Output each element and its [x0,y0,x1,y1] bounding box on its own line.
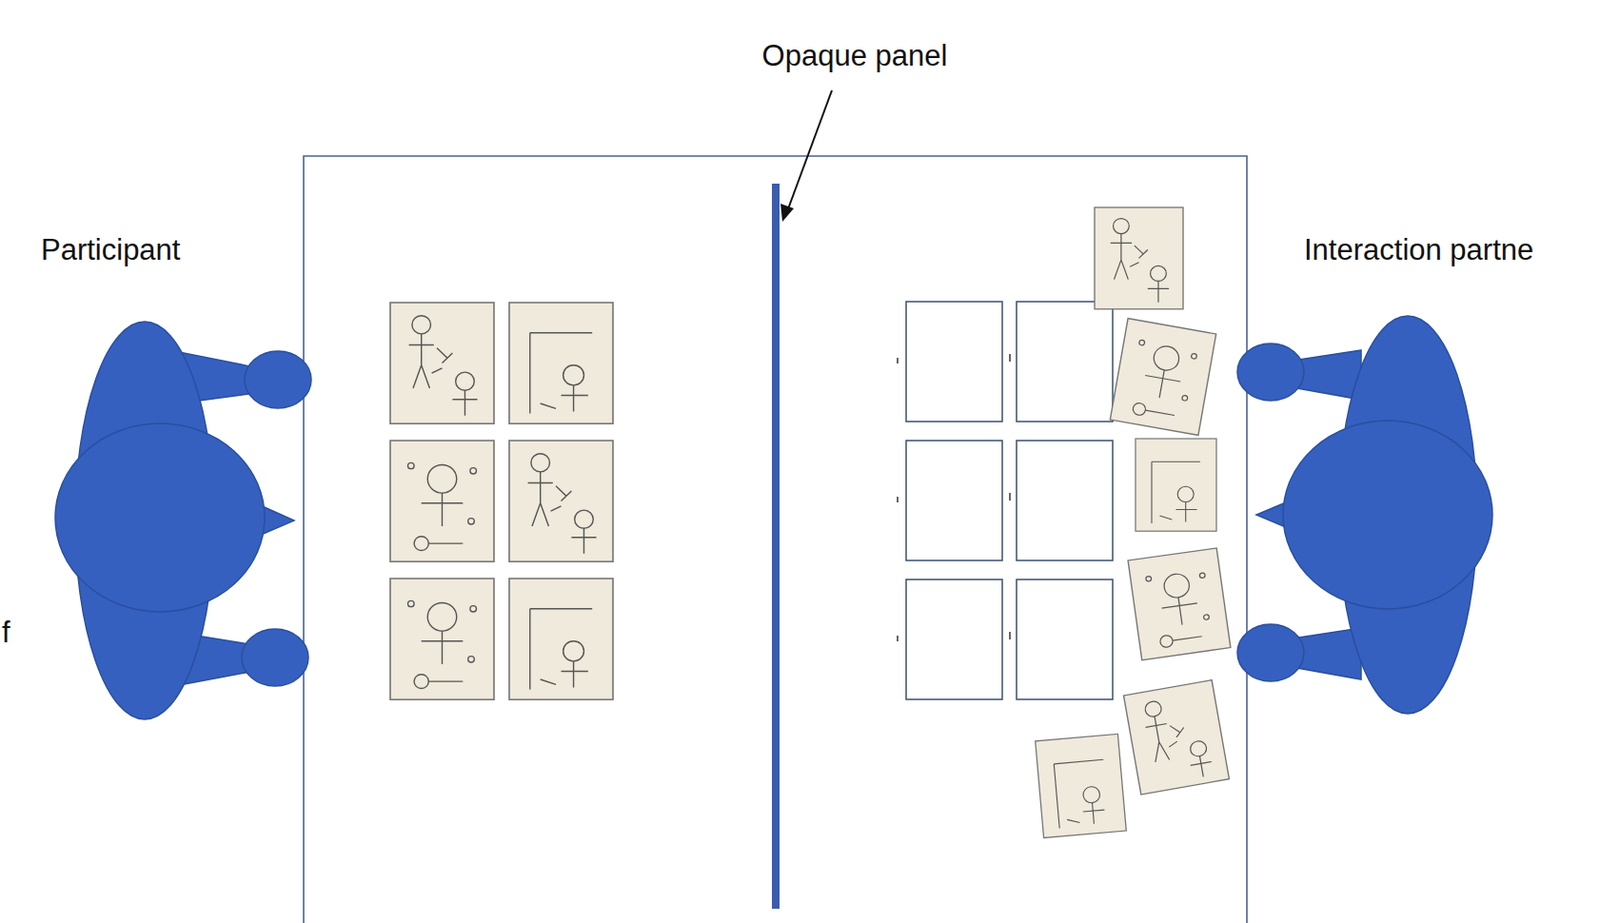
stray-letter: f [1,615,11,651]
callout-label: Opaque panel [762,39,949,74]
role-label: Interaction partne [1303,233,1534,268]
role-label: Participant [40,233,180,268]
